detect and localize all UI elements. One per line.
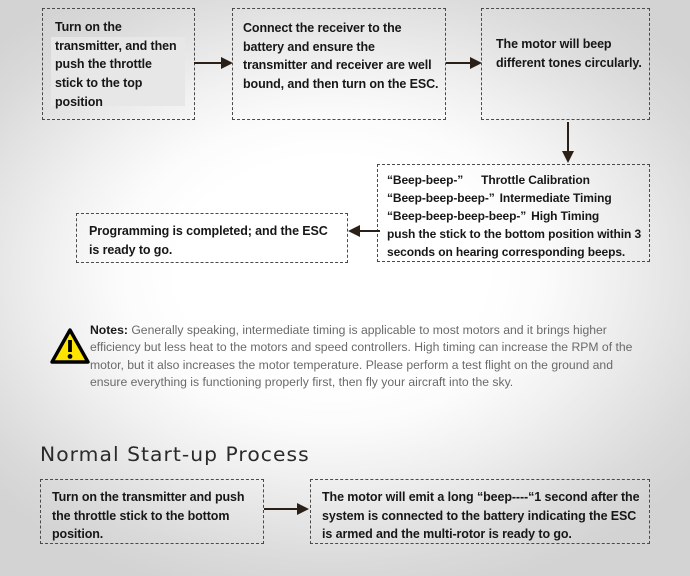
beep-legend-box: “Beep-beep-” Throttle Calibration “Beep-b… xyxy=(377,164,650,262)
notes-body: Generally speaking, intermediate timing … xyxy=(90,323,633,389)
beep-legend-row: “Beep-beep-beep-beep-” High Timing xyxy=(387,207,645,225)
arrow-head xyxy=(221,56,233,69)
arrow-shaft xyxy=(264,508,299,511)
beep-legend-row: “Beep-beep-” Throttle Calibration xyxy=(387,171,645,189)
flow-step-motor-beep: The motor will beep different tones circ… xyxy=(481,8,650,120)
startup-step-transmitter: Turn on the transmitter and push the thr… xyxy=(40,479,264,544)
flow-step-transmitter: Turn on the transmitter, and then push t… xyxy=(42,8,195,120)
flow-step-completion-text: Programming is completed; and the ESC is… xyxy=(89,224,328,257)
arrow-motor-beep-to-beep-list xyxy=(561,122,575,164)
arrow-shaft xyxy=(567,122,570,153)
arrow-shaft xyxy=(358,230,380,233)
beep-legend-instruction: push the stick to the bottom position wi… xyxy=(387,227,642,259)
arrow-head xyxy=(297,502,309,515)
beep-signal: “Beep-beep-beep-” xyxy=(387,191,495,205)
notes-text: Notes: Generally speaking, intermediate … xyxy=(90,322,650,391)
beep-meaning: Intermediate Timing xyxy=(499,191,612,205)
beep-legend-row: “Beep-beep-beep-” Intermediate Timing xyxy=(387,189,645,207)
flow-step-receiver-text: Connect the receiver to the battery and … xyxy=(243,21,439,91)
arrow-receiver-to-motor-beep xyxy=(446,56,483,70)
text-highlight xyxy=(51,37,185,106)
arrow-beep-list-to-completion xyxy=(348,224,380,238)
warning-triangle-icon xyxy=(50,328,90,364)
arrow-shaft xyxy=(446,62,472,65)
flow-step-receiver: Connect the receiver to the battery and … xyxy=(232,8,446,120)
arrow-transmitter-to-receiver xyxy=(194,56,234,70)
flow-step-transmitter-text: Turn on the transmitter, and then push t… xyxy=(55,20,177,109)
beep-legend-text: “Beep-beep-” Throttle Calibration “Beep-b… xyxy=(387,171,645,261)
beep-meaning: High Timing xyxy=(531,209,600,223)
arrow-head xyxy=(348,224,360,237)
beep-signal: “Beep-beep-beep-beep-” xyxy=(387,209,527,223)
notes-label: Notes: xyxy=(90,323,128,337)
startup-step-transmitter-text: Turn on the transmitter and push the thr… xyxy=(52,490,245,542)
flow-step-motor-beep-text: The motor will beep different tones circ… xyxy=(496,37,642,70)
arrow-startup-a-to-startup-b xyxy=(264,502,310,516)
arrow-shaft xyxy=(194,62,223,65)
arrow-head xyxy=(561,151,574,163)
flow-step-completion: Programming is completed; and the ESC is… xyxy=(76,213,348,263)
section-heading-normal-startup: Normal Start-up Process xyxy=(40,443,310,466)
beep-meaning: Throttle Calibration xyxy=(481,173,590,187)
beep-signal: “Beep-beep-” xyxy=(387,173,464,187)
arrow-head xyxy=(470,56,482,69)
startup-step-motor-beep-text: The motor will emit a long “beep----“1 s… xyxy=(322,490,640,542)
startup-step-motor-beep: The motor will emit a long “beep----“1 s… xyxy=(310,479,650,544)
